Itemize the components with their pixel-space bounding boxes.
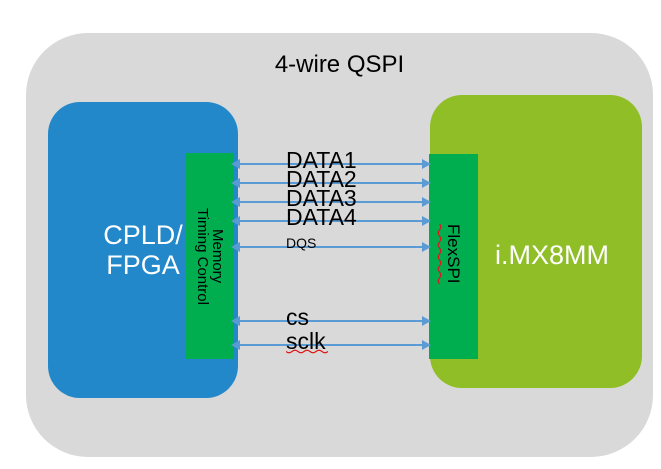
data1-label: DATA1 <box>286 147 357 173</box>
data2-arrow <box>231 178 431 188</box>
data1-arrow <box>231 159 431 169</box>
data4-arrow <box>231 216 431 226</box>
data4-label: DATA4 <box>286 204 357 230</box>
flexspi-block: FlexSPI <box>429 154 478 359</box>
imx8mm-label: i.MX8MM <box>495 239 609 270</box>
cs-arrow <box>231 316 431 326</box>
sclk-arrow <box>231 340 431 350</box>
dqs-arrow <box>231 242 431 252</box>
sclk-label: sclk <box>286 328 326 354</box>
diagram-title: 4-wire QSPI <box>274 51 405 78</box>
spellcheck-squiggle-icon <box>437 224 442 285</box>
data3-label: DATA3 <box>286 185 357 211</box>
cs-label: cs <box>286 304 309 330</box>
timing-control-memory-label: Timing Control Memory <box>194 207 226 305</box>
data2-label: DATA2 <box>286 166 357 192</box>
spellcheck-squiggle-icon <box>286 349 328 354</box>
cpld-fpga-label: CPLD/ FPGA <box>103 219 183 280</box>
flexspi-label-wrap: FlexSPI <box>437 224 463 289</box>
data3-arrow <box>231 197 431 207</box>
flexspi-label: FlexSPI <box>444 224 463 284</box>
dqs-label: DQS <box>286 235 317 251</box>
timing-control-memory-block: Timing Control Memory <box>186 153 234 359</box>
